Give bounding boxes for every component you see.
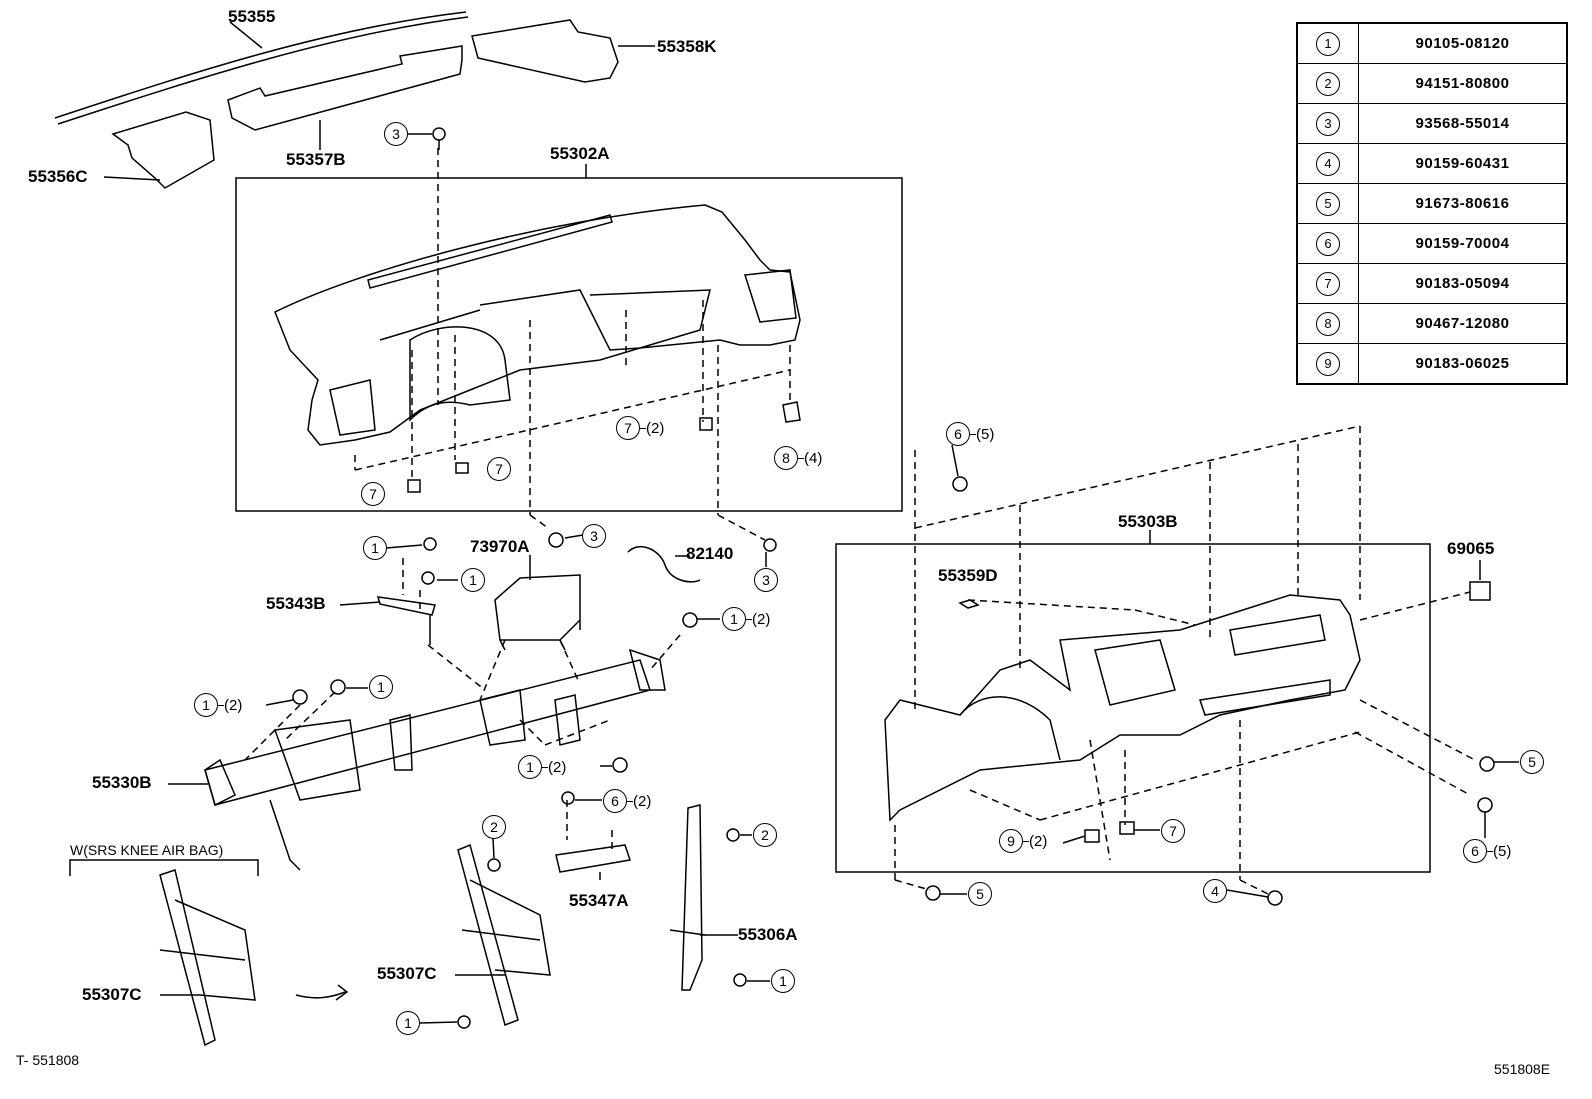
panel-box-55302A bbox=[235, 177, 903, 512]
panel-box-55303B bbox=[835, 543, 1431, 873]
legend-key-circle: 4 bbox=[1316, 151, 1340, 176]
legend-key: 5 bbox=[1296, 183, 1359, 224]
clip-7c bbox=[699, 417, 713, 431]
legend-key-circle: 9 bbox=[1316, 351, 1340, 376]
legend-part-number: 90159-70004 bbox=[1358, 223, 1568, 264]
clip-9 bbox=[1084, 829, 1100, 843]
molding-55355 bbox=[54, 11, 469, 125]
legend-part-number: 90159-60431 bbox=[1358, 143, 1568, 184]
clip-69065 bbox=[1469, 581, 1491, 601]
clip-8 bbox=[782, 401, 801, 423]
legend-key: 8 bbox=[1296, 303, 1359, 344]
label-69065: 69065 bbox=[1447, 539, 1495, 558]
label-55307C-mid: 55307C bbox=[377, 964, 437, 983]
panel-dash-lines bbox=[354, 148, 791, 541]
label-55306A: 55306A bbox=[738, 925, 798, 944]
legend-key-circle: 5 bbox=[1316, 191, 1340, 216]
legend-row: 9 90183-06025 bbox=[1296, 343, 1568, 385]
label-55359D: 55359D bbox=[938, 566, 998, 585]
footer-left-code: T- 551808 bbox=[16, 1052, 80, 1068]
label-55343B: 55343B bbox=[266, 594, 326, 613]
bracket-55306A bbox=[669, 804, 706, 991]
instrument-panel-55302A bbox=[274, 204, 801, 446]
fastener-legend-table: 1 90105-08120 2 94151-80800 3 93568-55014 4 901… bbox=[1296, 22, 1568, 385]
reinforcement-55330B bbox=[204, 648, 666, 871]
bolts bbox=[292, 476, 1495, 1029]
knee-airbag-note: W(SRS KNEE AIR BAG) bbox=[70, 842, 224, 858]
legend-key: 3 bbox=[1296, 103, 1359, 144]
legend-key: 9 bbox=[1296, 343, 1359, 385]
legend-row: 1 90105-08120 bbox=[1296, 22, 1568, 64]
bracket-55343B bbox=[376, 596, 436, 616]
label-55303B: 55303B bbox=[1118, 512, 1178, 531]
legend-key: 6 bbox=[1296, 223, 1359, 264]
legend-key-circle: 6 bbox=[1316, 231, 1340, 256]
label-55307C-left: 55307C bbox=[82, 985, 142, 1004]
clip-7 bbox=[407, 479, 421, 493]
label-55358K: 55358K bbox=[657, 37, 717, 56]
clip-7d bbox=[1119, 821, 1135, 835]
legend-key-circle: 7 bbox=[1316, 271, 1340, 296]
legend-row: 7 90183-05094 bbox=[1296, 263, 1568, 304]
legend-key-circle: 8 bbox=[1316, 311, 1340, 336]
footer-right-code: 551808E bbox=[1494, 1061, 1551, 1077]
label-82140: 82140 bbox=[686, 544, 734, 563]
legend-part-number: 90183-06025 bbox=[1358, 343, 1568, 385]
bracket-55347A bbox=[555, 844, 631, 873]
legend-key: 7 bbox=[1296, 263, 1359, 304]
clip-7b bbox=[455, 462, 469, 474]
legend-key: 4 bbox=[1296, 143, 1359, 184]
legend-part-number: 90467-12080 bbox=[1358, 303, 1568, 344]
legend-part-number: 93568-55014 bbox=[1358, 103, 1568, 144]
label-55357B: 55357B bbox=[286, 150, 346, 169]
legend-row: 8 90467-12080 bbox=[1296, 303, 1568, 344]
label-73970A: 73970A bbox=[470, 537, 530, 556]
legend-key-circle: 3 bbox=[1316, 111, 1340, 136]
screw-3-top bbox=[432, 127, 446, 150]
legend-key: 1 bbox=[1296, 22, 1359, 64]
pad-55356C bbox=[111, 111, 215, 189]
leader-lines bbox=[160, 133, 1519, 1024]
legend-row: 3 93568-55014 bbox=[1296, 103, 1568, 144]
legend-row: 6 90159-70004 bbox=[1296, 223, 1568, 264]
label-55356C: 55356C bbox=[28, 167, 88, 186]
pad-55359D bbox=[958, 599, 980, 609]
label-55347A: 55347A bbox=[569, 891, 629, 910]
pad-55357B bbox=[227, 45, 463, 131]
legend-part-number: 91673-80616 bbox=[1358, 183, 1568, 224]
legend-key-circle: 2 bbox=[1316, 71, 1340, 96]
label-55302A: 55302A bbox=[550, 144, 610, 163]
sub-panel-55303B bbox=[884, 594, 1361, 822]
legend-part-number: 90105-08120 bbox=[1358, 22, 1568, 64]
legend-part-number: 94151-80800 bbox=[1358, 63, 1568, 104]
label-55330B: 55330B bbox=[92, 773, 152, 792]
legend-row: 5 91673-80616 bbox=[1296, 183, 1568, 224]
legend-part-number: 90183-05094 bbox=[1358, 263, 1568, 304]
bracket-55307C-left bbox=[159, 869, 256, 1047]
label-55355: 55355 bbox=[228, 7, 276, 26]
legend-key: 2 bbox=[1296, 63, 1359, 104]
wire-82140 bbox=[627, 546, 701, 583]
arrow-right bbox=[295, 984, 349, 1001]
airbag-73970A bbox=[494, 555, 581, 651]
legend-row: 2 94151-80800 bbox=[1296, 63, 1568, 104]
legend-row: 4 90159-60431 bbox=[1296, 143, 1568, 184]
pad-55358K bbox=[471, 19, 619, 83]
bracket-55307C-mid bbox=[457, 843, 551, 1026]
beam-dash-lines bbox=[244, 558, 681, 761]
legend-key-circle: 1 bbox=[1316, 31, 1340, 56]
sub-panel-dash-lines bbox=[894, 425, 1476, 896]
knee-bracket-line bbox=[69, 859, 259, 876]
